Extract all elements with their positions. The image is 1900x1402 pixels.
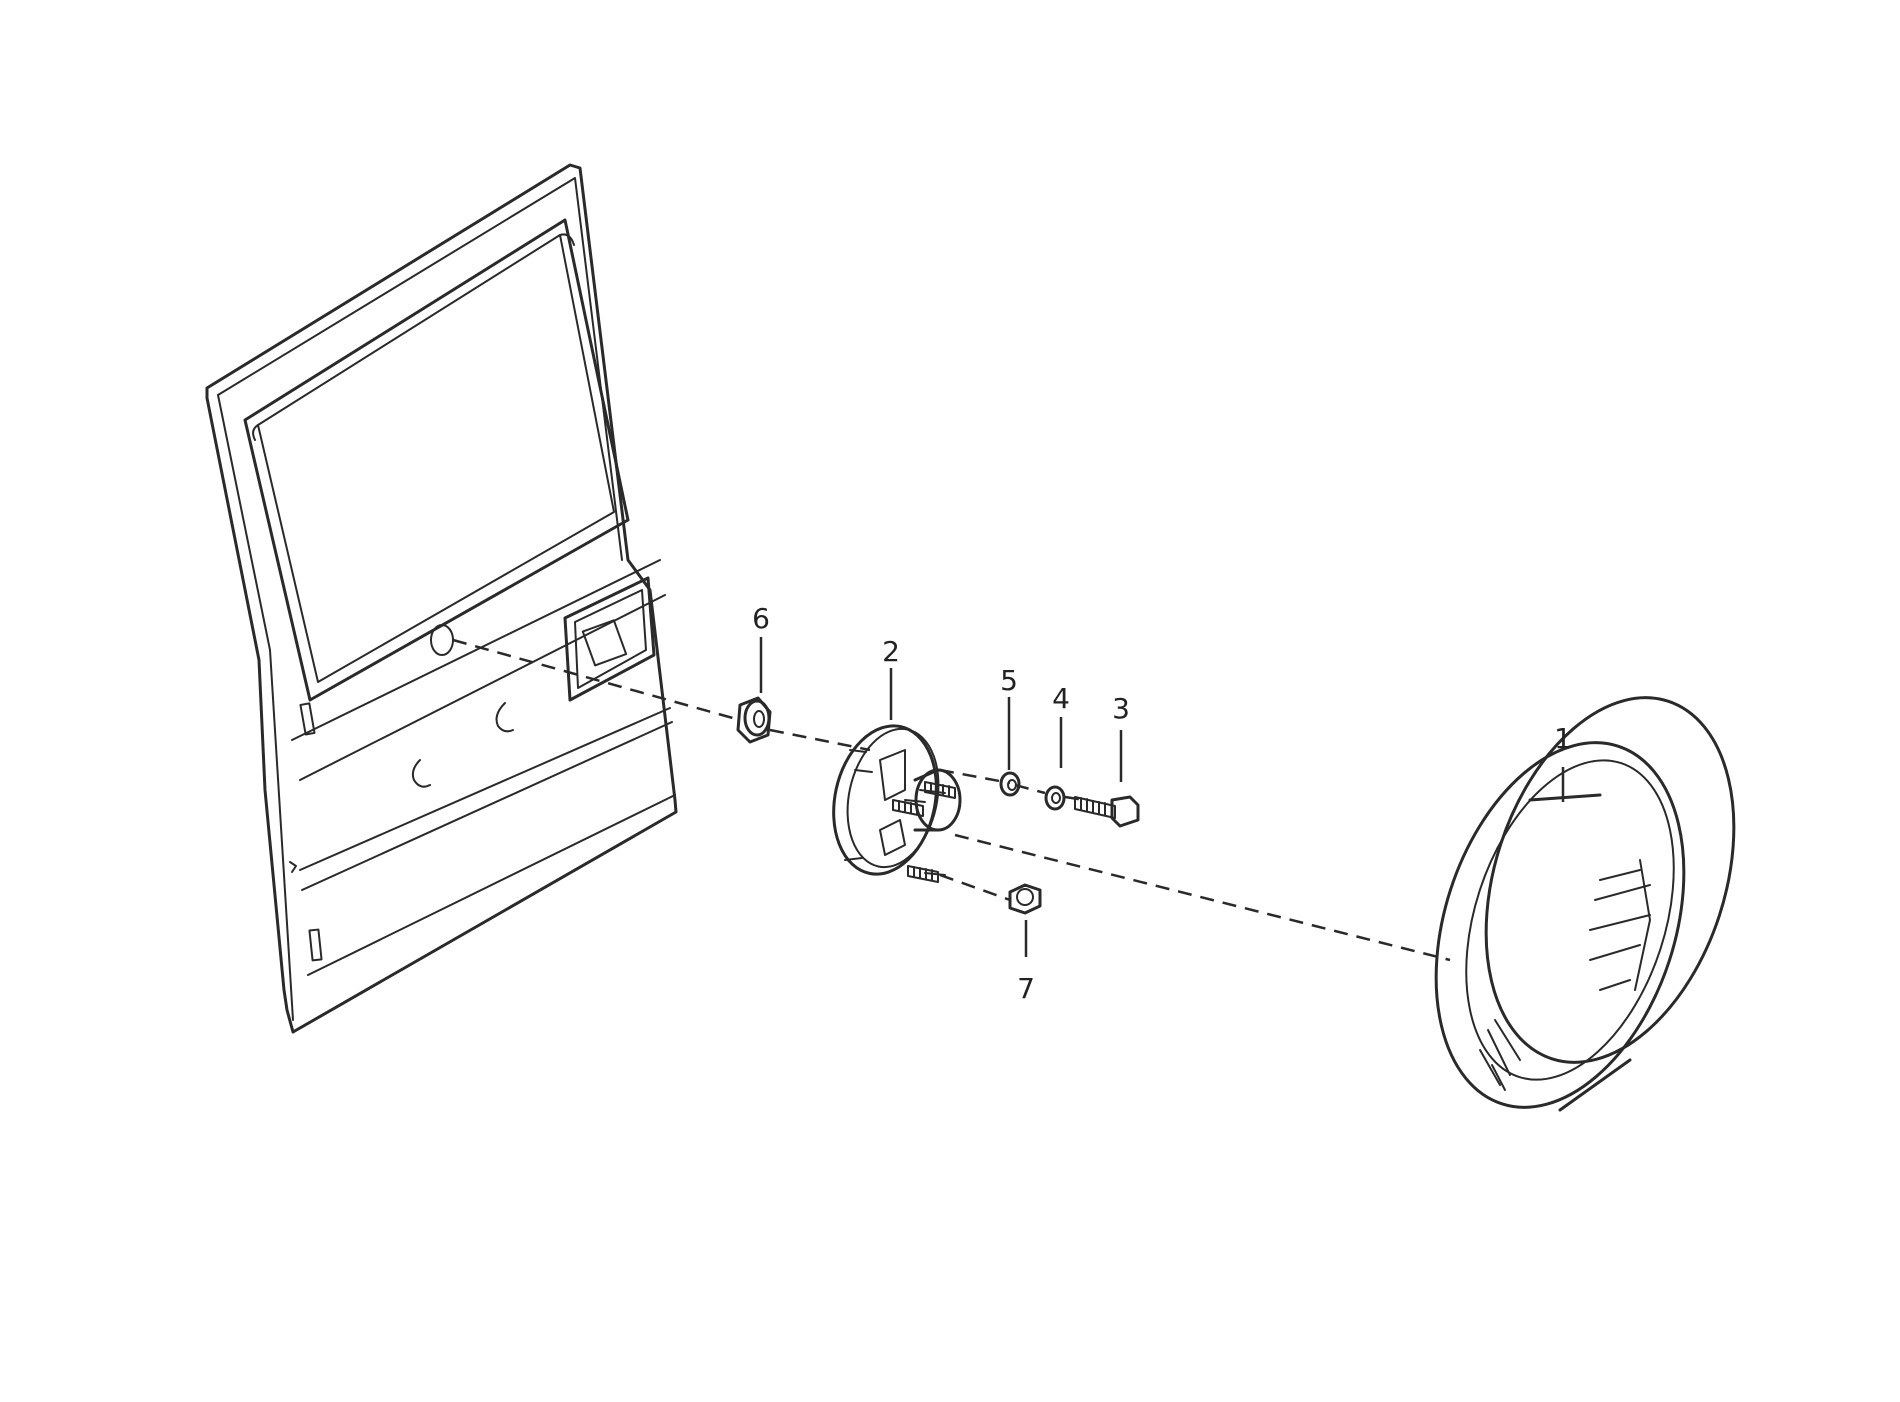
assembly-lines [452,638,1451,962]
callout-labels: 1 2 3 4 5 6 7 [752,602,1572,1005]
part-3-bolt [1074,795,1140,828]
stud [907,865,939,883]
rear-door [205,163,678,1034]
part-2-carrier-plate [832,724,962,883]
mount-hole [430,624,454,656]
part-6-bushing [736,696,772,744]
callout-4: 4 [1052,682,1070,715]
callout-7: 7 [1017,972,1035,1005]
leader-lines [759,637,1565,957]
part-1-spare-wheel-cover [1434,696,1736,1112]
part-7-nut [1008,883,1042,915]
callout-3: 3 [1112,692,1130,725]
stud [924,781,956,799]
c-mark [495,702,514,733]
callout-2: 2 [882,635,900,668]
callout-1: 1 [1554,722,1572,755]
callout-5: 5 [1000,664,1018,697]
c-mark [411,759,431,788]
part-5-washer [999,771,1021,797]
callout-6: 6 [752,602,770,635]
stud [892,799,924,817]
part-4-spring-washer [1044,785,1066,811]
